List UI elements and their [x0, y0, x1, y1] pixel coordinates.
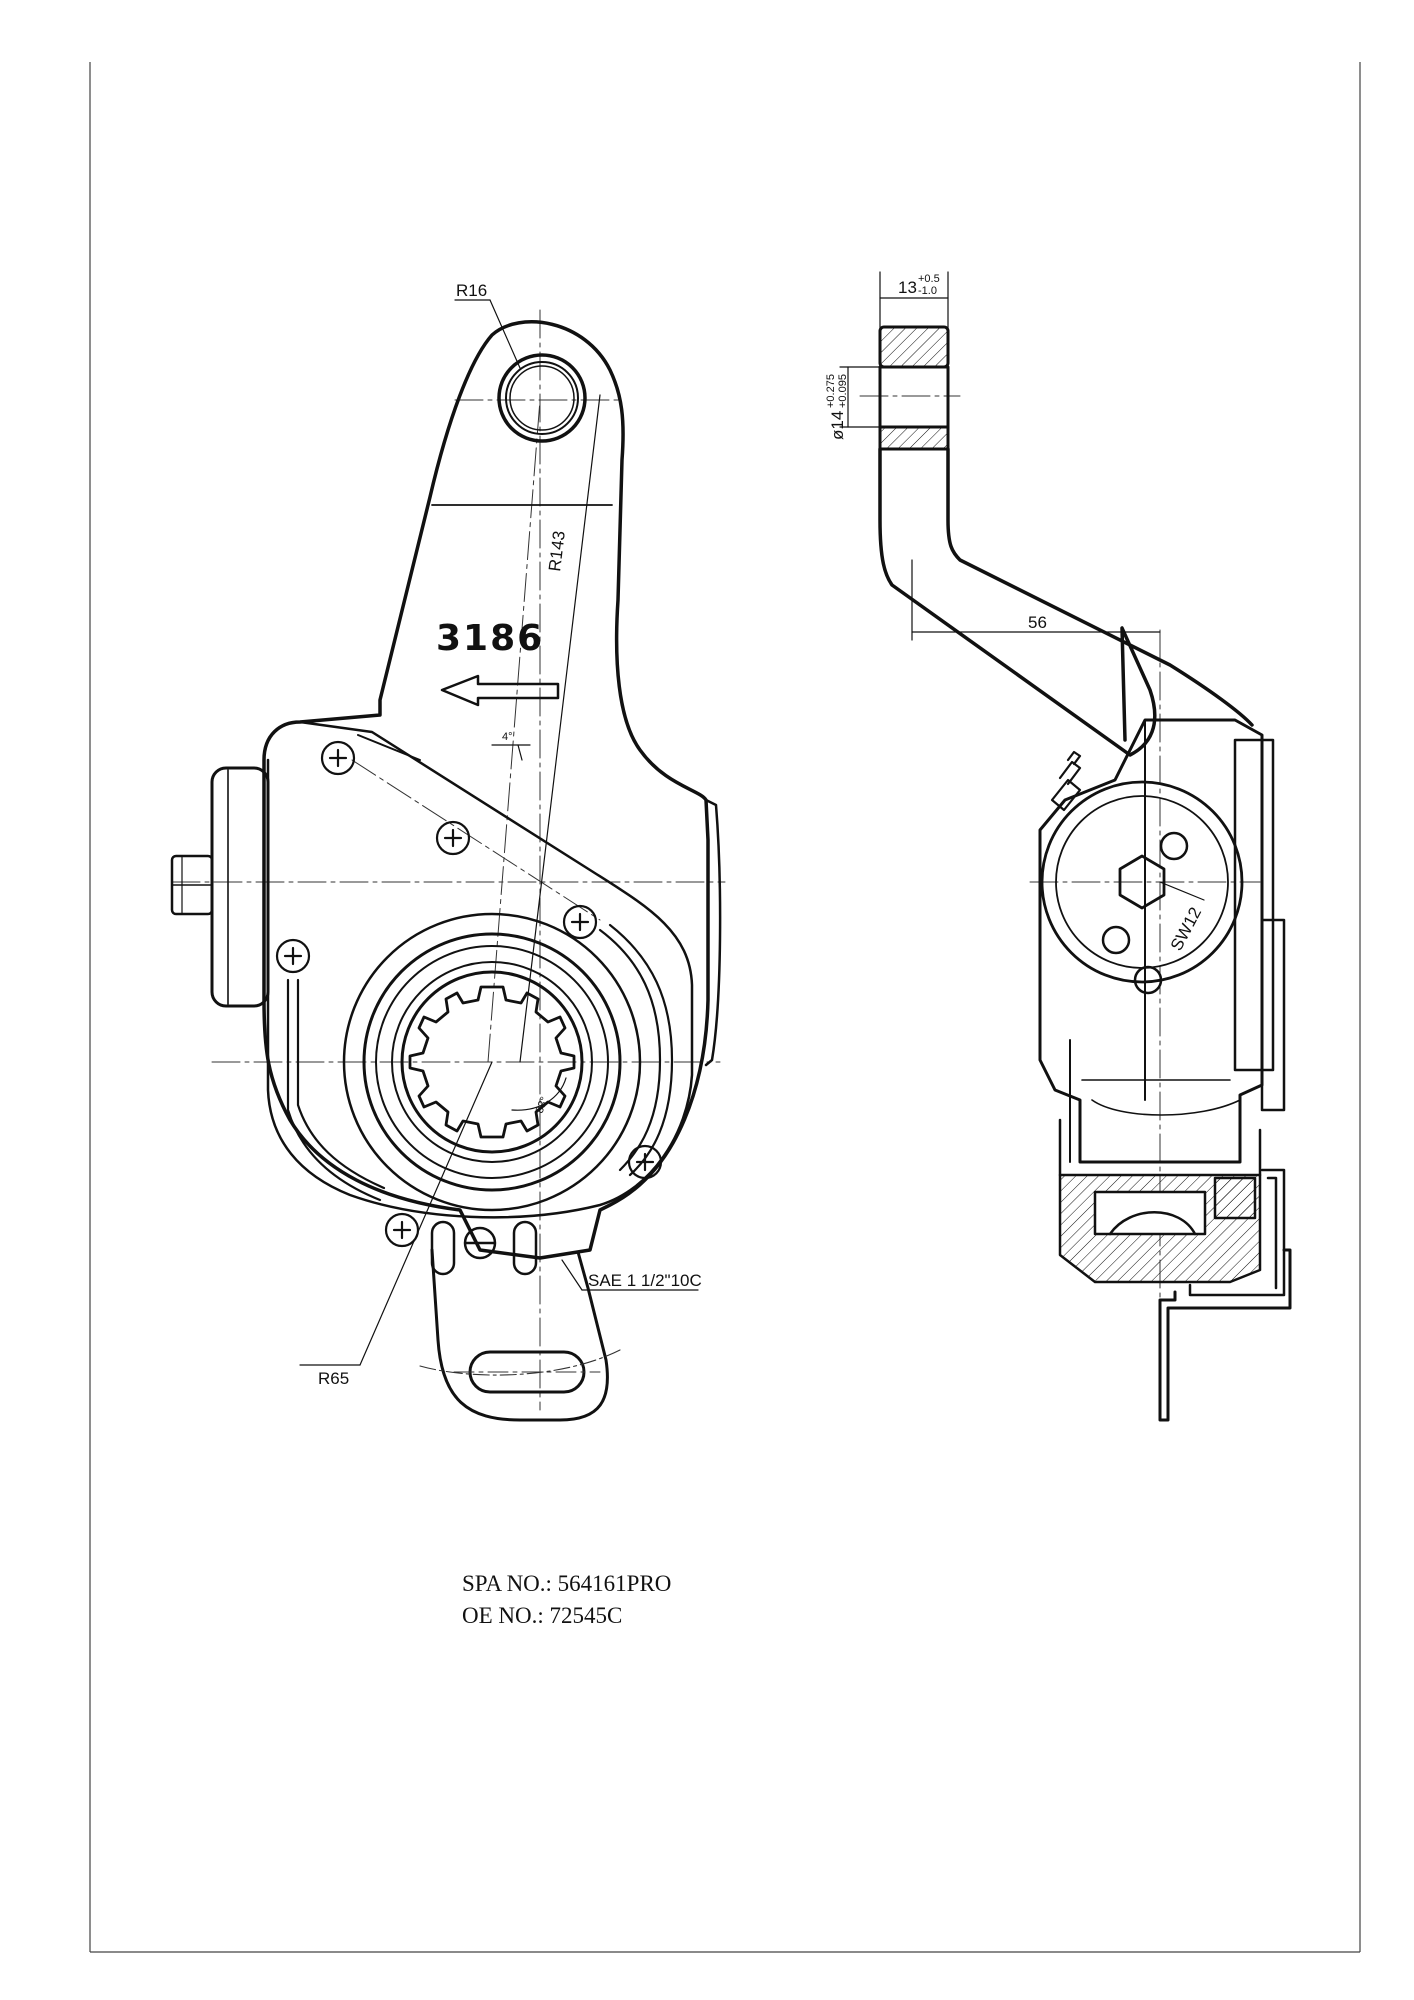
screw-5-icon — [627, 1144, 663, 1180]
screw-6-icon — [384, 1212, 420, 1248]
grease-nipple-icon — [1050, 750, 1082, 812]
dim-angle-4-label: 4° — [502, 731, 513, 743]
dim-bore-14-label: ø14 — [828, 411, 847, 440]
dim-bore-14-tol-lower: +0.095 — [837, 374, 849, 408]
screw-4-icon — [275, 938, 311, 974]
cover-screws — [275, 740, 663, 1248]
side-arm-profile — [878, 447, 1254, 757]
dim-width-13-label: 13 — [898, 278, 917, 297]
clevis-eye-outer — [497, 353, 587, 443]
oe-number: OE NO.: 72545C — [462, 1603, 623, 1628]
dim-angle-83-label: 83° — [534, 1095, 551, 1115]
spa-number: SPA NO.: 564161PRO — [462, 1571, 672, 1596]
dim-r65-label: R65 — [318, 1369, 349, 1388]
front-dimensions — [299, 299, 699, 1366]
clevis-eye-bushing — [505, 361, 579, 435]
face-hole-3 — [1133, 965, 1163, 995]
side-section — [1058, 1118, 1286, 1297]
face-hole-2 — [1101, 925, 1131, 955]
side-housing — [1038, 718, 1264, 1164]
side-eye-block — [878, 325, 950, 369]
worm-housing-left — [210, 766, 270, 1008]
dim-r16-label: R16 — [456, 281, 487, 300]
dim-r143-label: R143 — [545, 530, 569, 573]
front-centerlines — [171, 309, 726, 1411]
r65-arc — [419, 1349, 621, 1376]
screw-3-icon — [562, 904, 598, 940]
spline-teeth — [408, 985, 576, 1139]
dim-width-13-tol-lower: -1.0 — [918, 285, 937, 297]
drawing-frame — [89, 62, 1361, 1953]
screw-1-icon — [320, 740, 356, 776]
dim-offset-56-label: 56 — [1028, 613, 1047, 632]
dim-spline-label: SAE 1 1/2"10C — [588, 1271, 702, 1290]
direction-arrow-icon — [440, 674, 560, 707]
worm-face-outer — [1040, 780, 1244, 984]
gear-housing-ring — [342, 912, 642, 1212]
part-marking-3186: 3186 — [436, 618, 544, 659]
side-centerlines — [859, 395, 1261, 1421]
cover-rib — [357, 734, 421, 761]
spline-angle-arc — [511, 1077, 567, 1111]
side-view — [839, 271, 1292, 1422]
worm-housing-right — [704, 798, 722, 1067]
guide-slot-right — [598, 923, 674, 1177]
front-view — [170, 299, 726, 1422]
clevis-eye-inner — [509, 365, 575, 431]
dim-bore-14-tol-upper: +0.275 — [825, 374, 837, 408]
dim-width-13-tol-upper: +0.5 — [918, 273, 940, 285]
side-dimensions — [839, 271, 1205, 901]
housing-cover — [266, 720, 694, 1219]
side-bracket — [1158, 1248, 1292, 1422]
screw-2-icon — [435, 820, 471, 856]
guide-slot-left — [286, 978, 386, 1202]
hex-head-icon — [1118, 854, 1166, 910]
lower-slots — [430, 1220, 538, 1276]
face-hole-1 — [1159, 831, 1189, 861]
part-info-block: SPA NO.: 564161PRO OE NO.: 72545C — [462, 1568, 671, 1632]
slack-adjuster-arm — [262, 320, 710, 1260]
adjustment-tab — [430, 1248, 609, 1422]
